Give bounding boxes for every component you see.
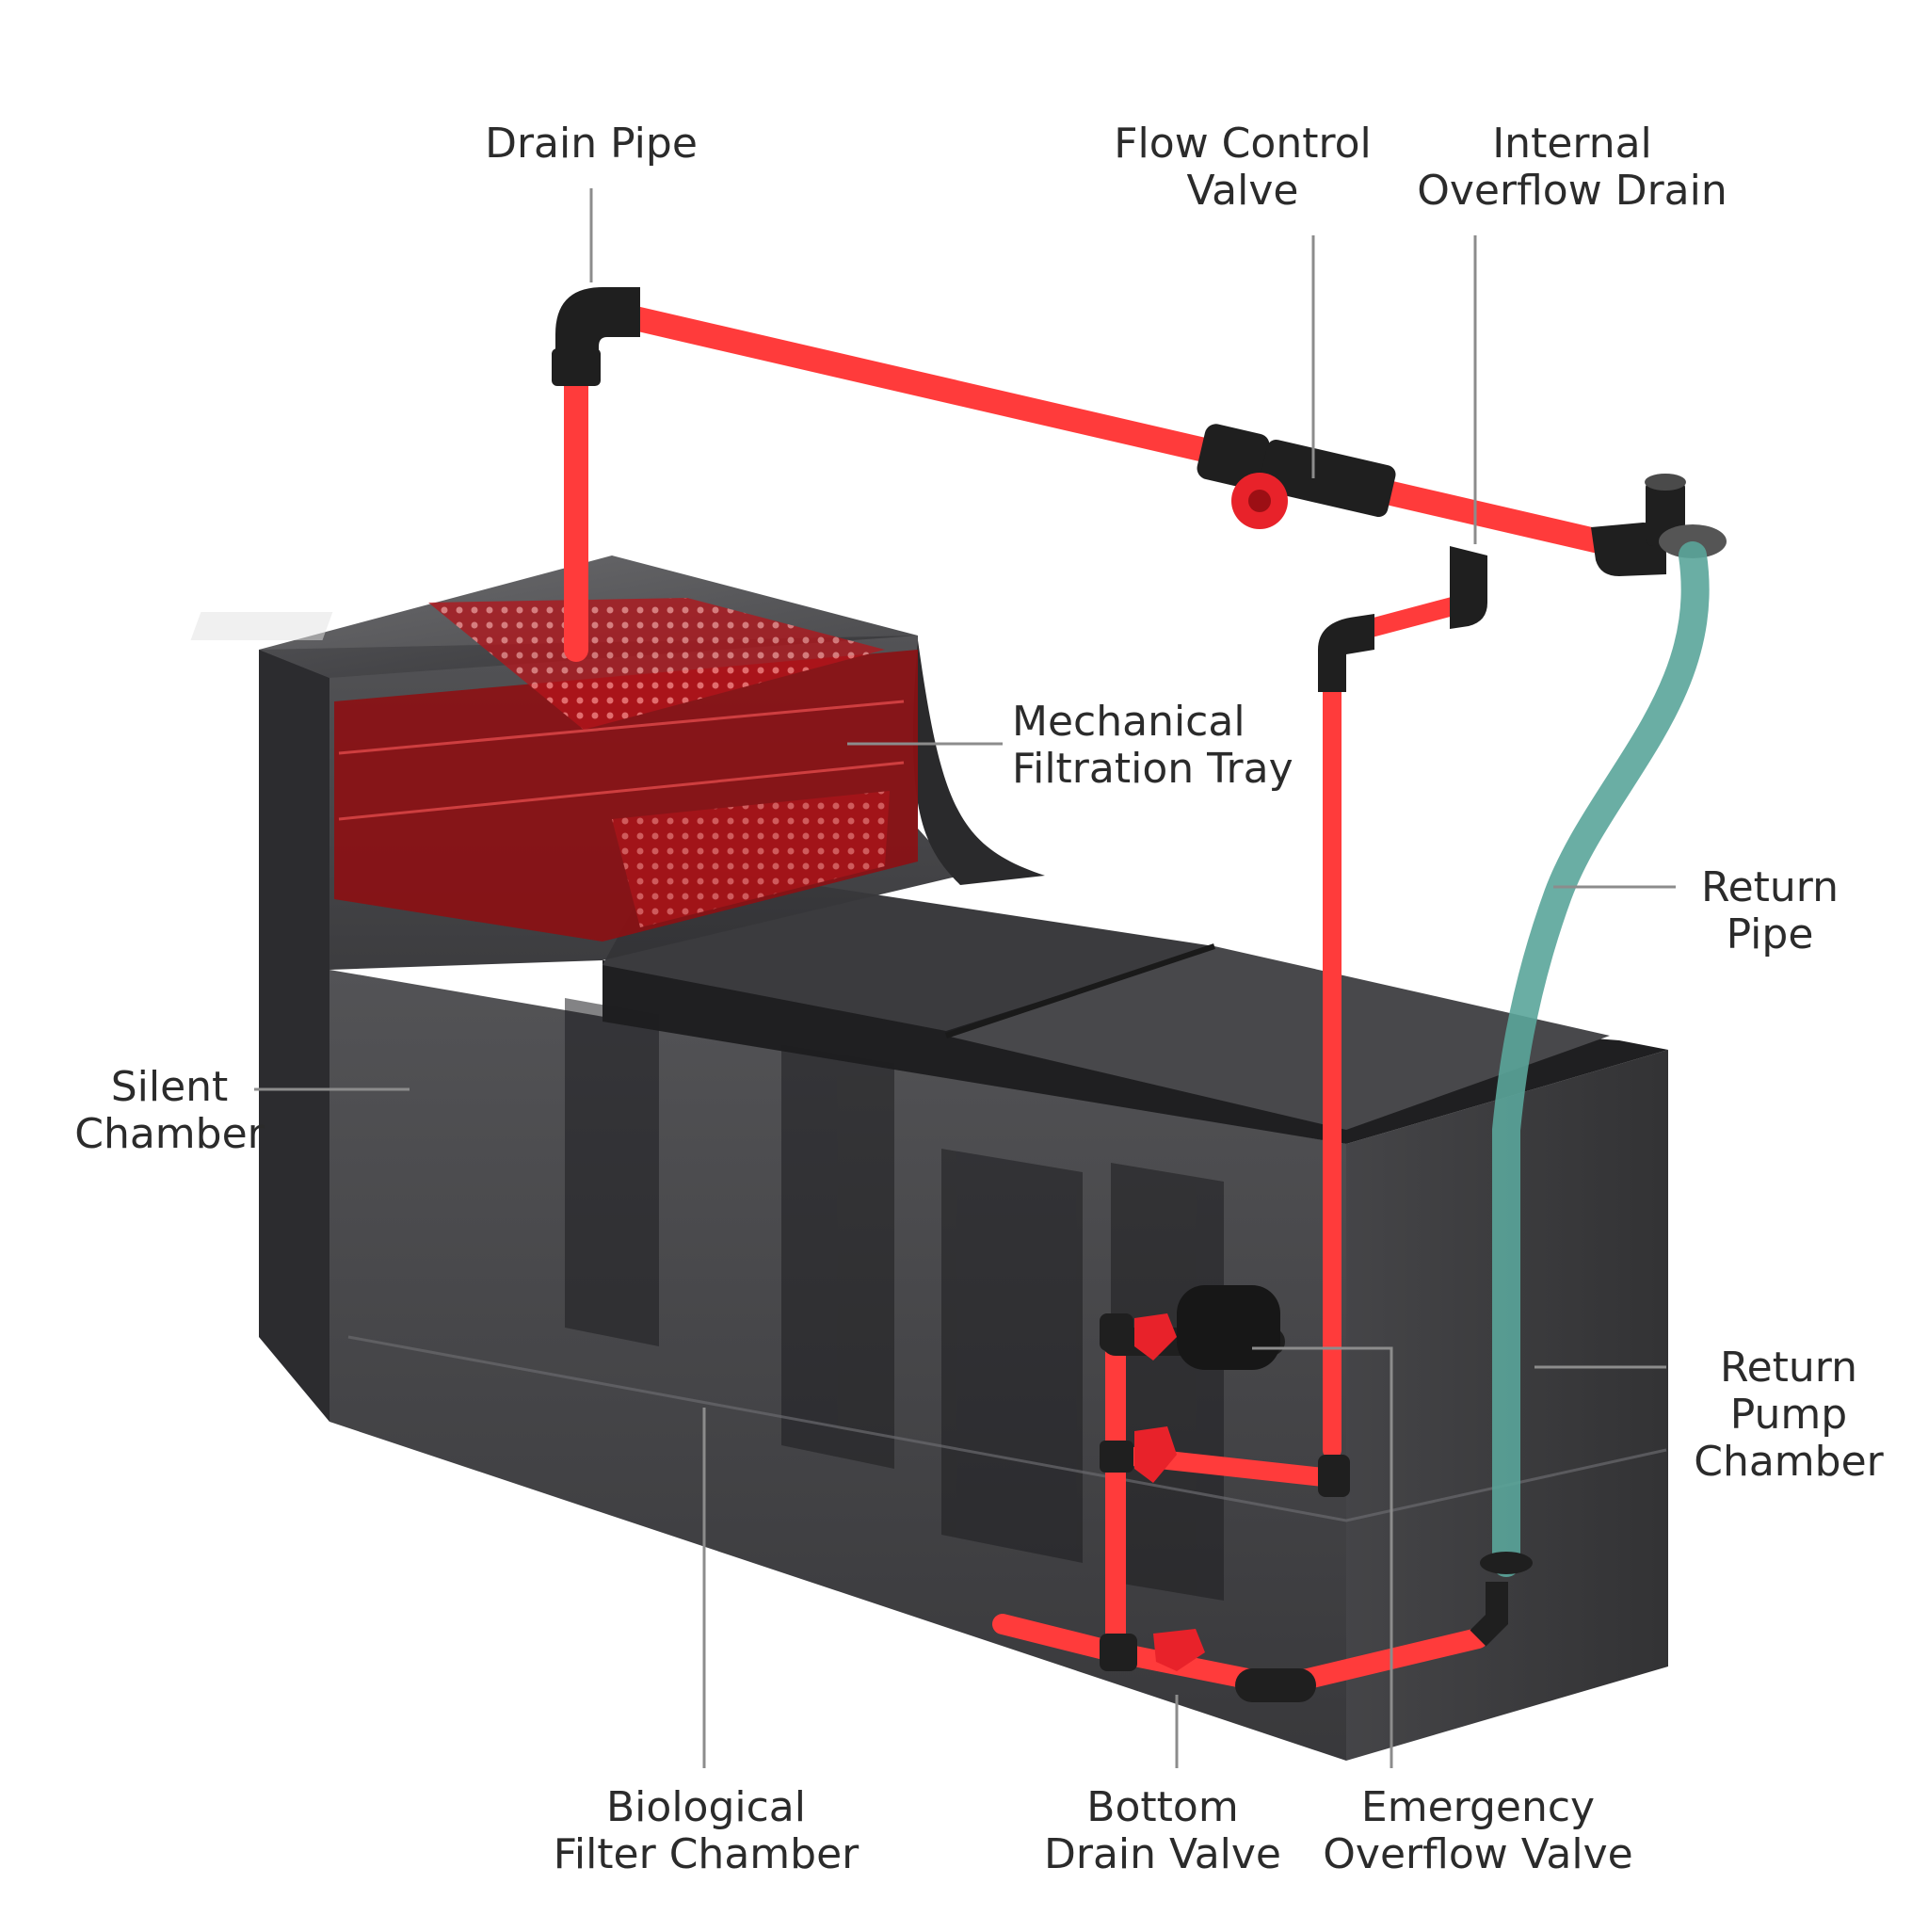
upper-valve-handle — [1134, 1426, 1177, 1483]
bottom-elbow — [1100, 1634, 1137, 1671]
flow-valve-union-left — [1197, 424, 1270, 490]
emergency-overflow-valve-handle — [1134, 1313, 1177, 1360]
overflow-elbow-mid — [1318, 614, 1374, 692]
manifold-elbow-bottom — [1318, 1455, 1350, 1497]
tray-mesh-front — [612, 791, 890, 927]
return-pump — [1177, 1285, 1280, 1370]
label-emergency-overflow-valve: Emergency Overflow Valve — [1323, 1783, 1633, 1878]
label-internal-overflow-drain: Internal Overflow Drain — [1417, 120, 1727, 215]
water-line — [347, 1335, 1667, 1522]
label-bottom-drain-valve: Bottom Drain Valve — [1043, 1783, 1281, 1878]
bottom-pipe — [992, 1614, 1488, 1696]
manifold-tee-mid — [1100, 1441, 1133, 1473]
label-return-pump-chamber: Return Pump Chamber — [1694, 1344, 1884, 1486]
tower-curve — [913, 640, 1045, 885]
leader-emergency-overflow-valve — [1252, 1346, 1393, 1768]
tower-left-side — [259, 650, 329, 1422]
overflow-elbow-top — [1450, 546, 1487, 629]
top-horizontal-pipe — [590, 298, 1631, 558]
baffles — [565, 998, 1224, 1601]
tray-lid-hatch — [190, 612, 333, 640]
return-pipe-opening — [1645, 474, 1686, 491]
tray-shelf-1 — [338, 700, 905, 755]
hose-intake — [1480, 1552, 1533, 1574]
label-drain-pipe: Drain Pipe — [485, 120, 698, 168]
fittings — [552, 287, 1727, 1671]
label-biological-filter-chamber: Biological Filter Chamber — [553, 1783, 860, 1878]
tank-lid-right — [946, 946, 1610, 1130]
label-silent-chamber: Silent Chamber — [74, 1063, 265, 1158]
return-pump-outlet — [1470, 1582, 1508, 1647]
flow-control-valve-hub — [1248, 490, 1271, 512]
manifold-elbow-top — [1100, 1313, 1133, 1351]
flow-valve-tee — [1259, 439, 1396, 518]
tray-perforated-top — [428, 598, 885, 730]
sump-tank — [259, 555, 1668, 1761]
drain-elbow-collar — [552, 348, 601, 386]
tray-shelf-2 — [338, 761, 905, 821]
mechanical-filtration-tray — [190, 598, 918, 942]
label-flow-control-valve: Flow Control Valve — [1114, 120, 1372, 215]
valve-handles — [1134, 473, 1288, 1671]
label-mechanical-filtration-tray: Mechanical Filtration Tray — [1012, 698, 1293, 793]
leader-lines — [254, 188, 1676, 1768]
lid-seam — [945, 943, 1215, 1038]
label-return-pipe: Return Pipe — [1700, 863, 1839, 958]
bottom-drain-valve-handle — [1153, 1629, 1205, 1671]
